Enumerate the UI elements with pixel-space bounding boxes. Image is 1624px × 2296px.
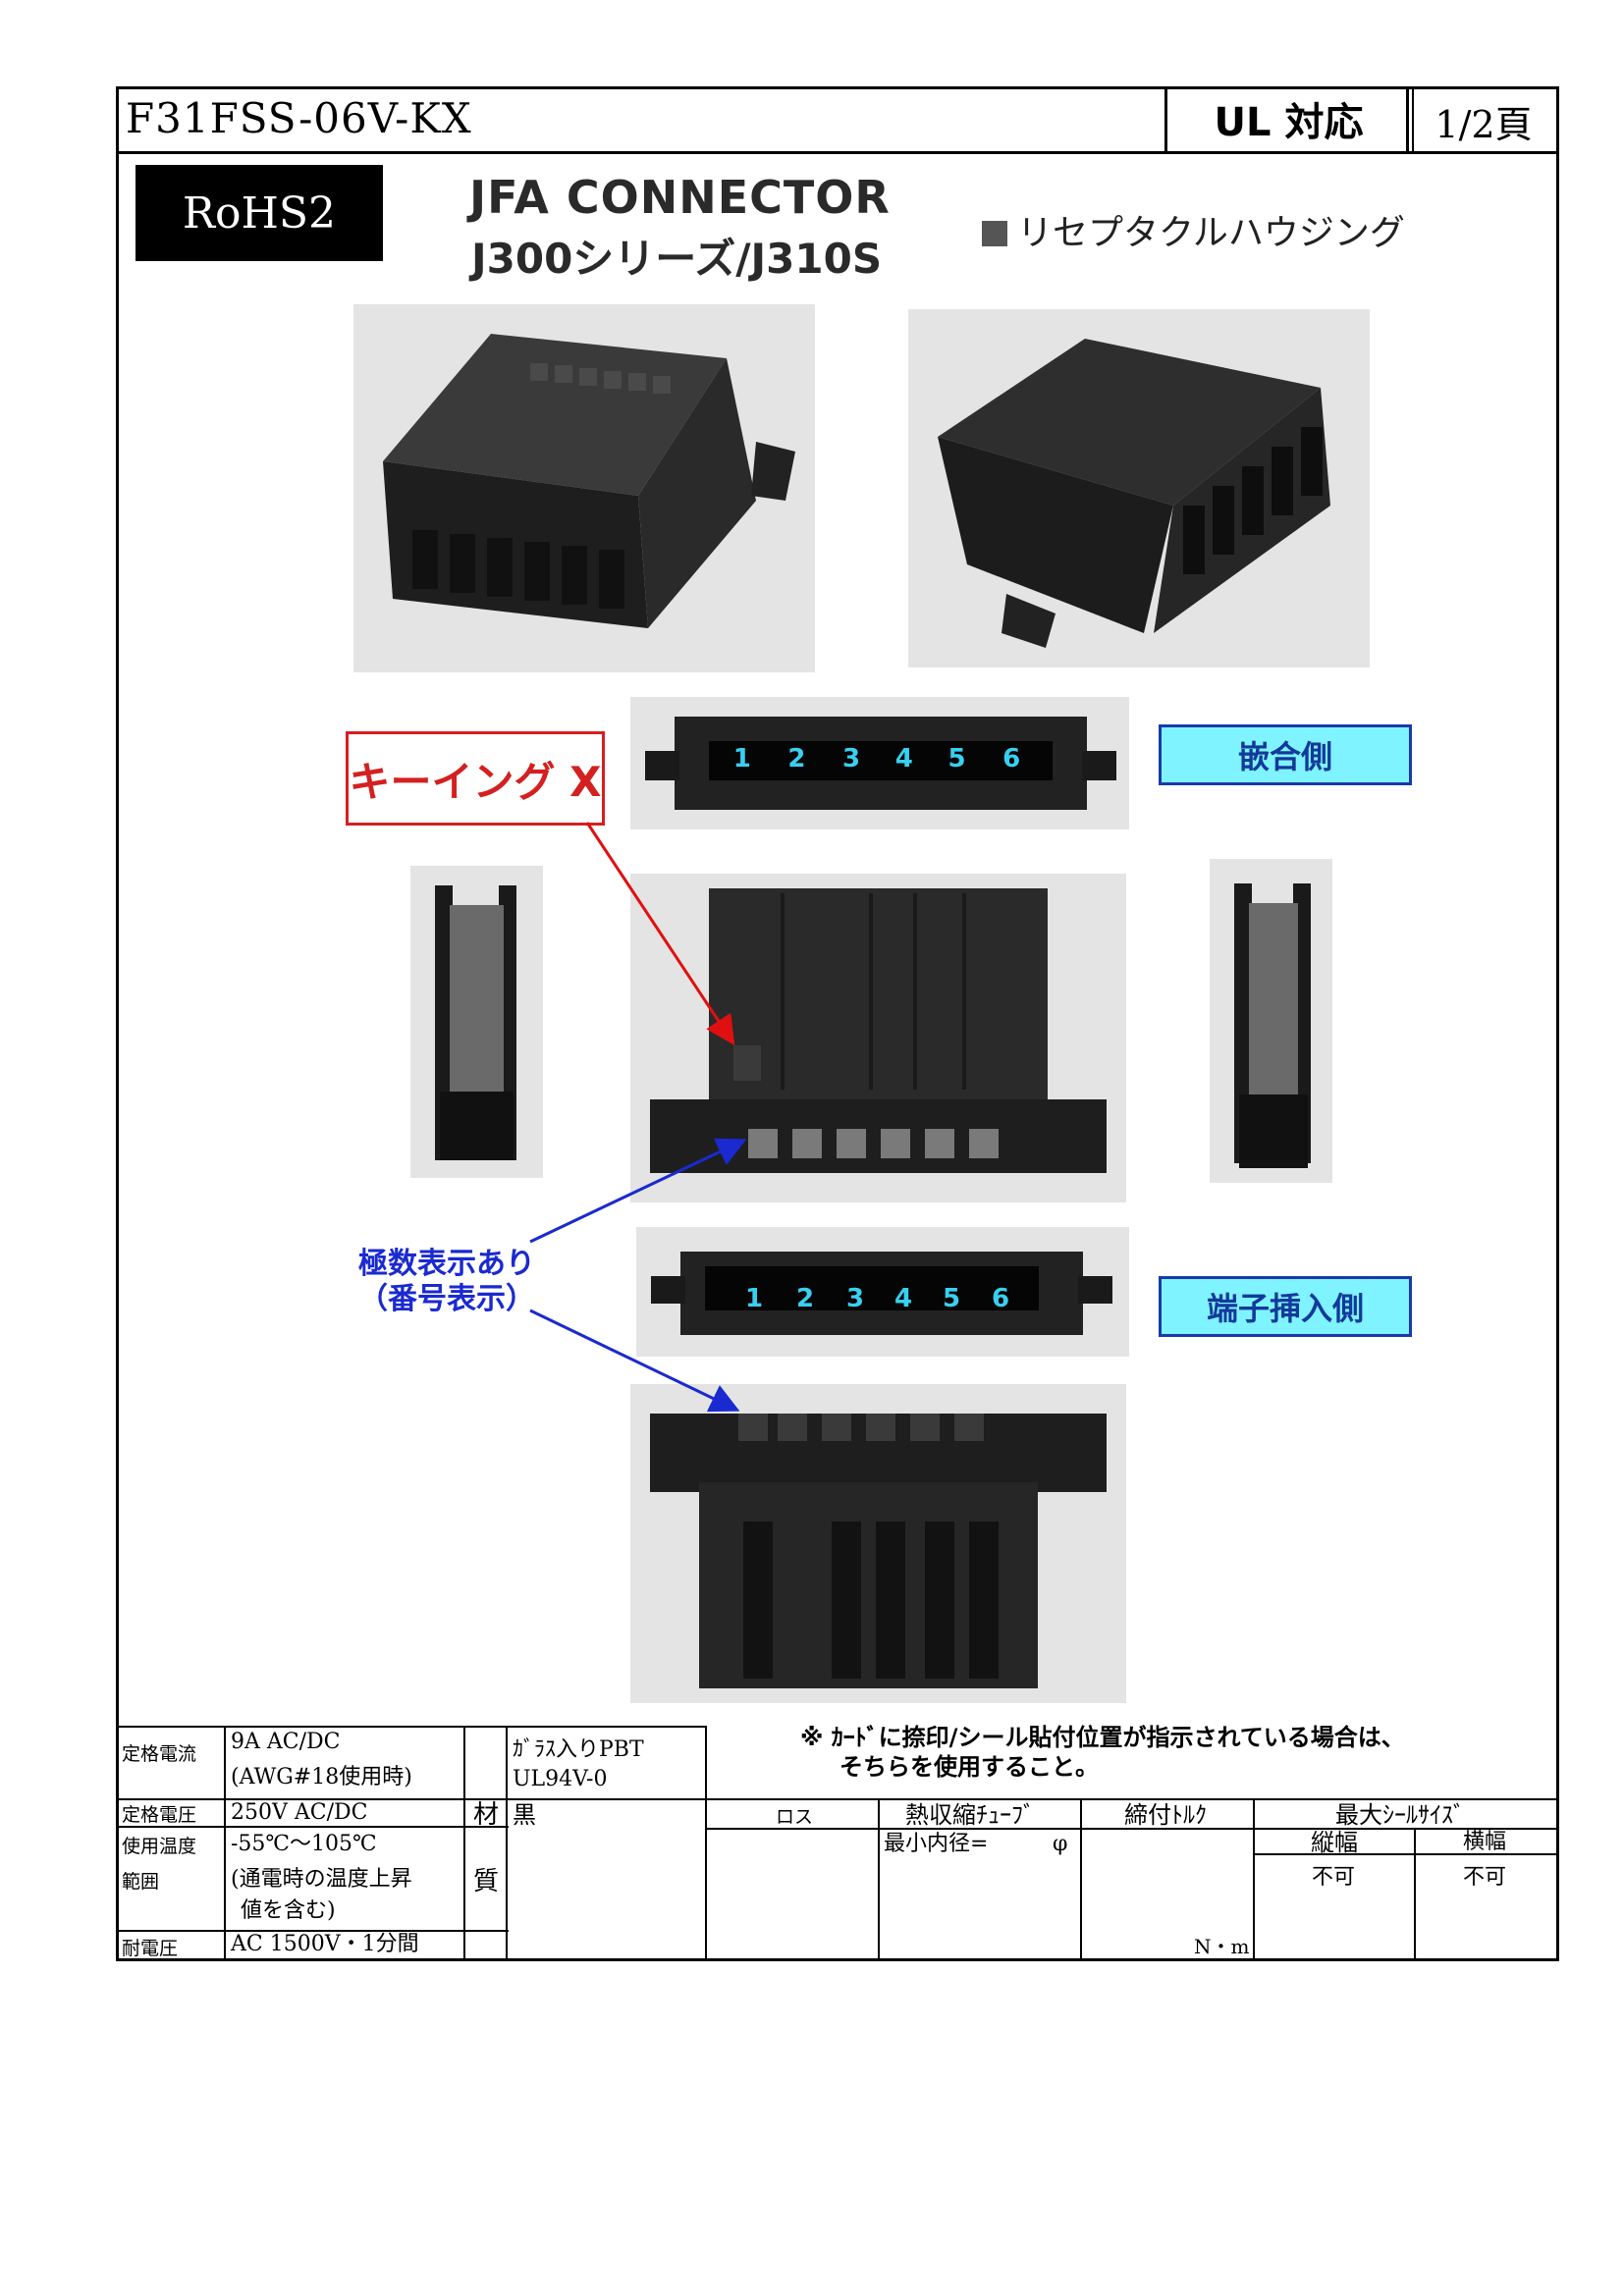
rohs-badge: RoHS2 bbox=[135, 165, 383, 261]
terminal-pin-6: 6 bbox=[991, 1284, 1010, 1313]
options-header-line bbox=[705, 1828, 1559, 1830]
material-label-1: 材 bbox=[473, 1800, 500, 1830]
connector-side-right-image bbox=[1210, 859, 1332, 1183]
marking-note-line-1: ※ ｶｰﾄﾞに捺印/シール貼付位置が指示されている場合は、 bbox=[800, 1724, 1405, 1751]
options-col-4 bbox=[1414, 1828, 1416, 1961]
ul-label: UL 対応 bbox=[1214, 100, 1364, 145]
spec-col-4 bbox=[705, 1726, 707, 1961]
header-sep-1 bbox=[1164, 86, 1167, 153]
mating-pin-4: 4 bbox=[894, 744, 913, 774]
spec-row-2-line bbox=[116, 1826, 509, 1828]
col-torque: 締付ﾄﾙｸ bbox=[1124, 1801, 1207, 1829]
drawing-frame bbox=[116, 86, 1559, 1961]
connector-photo-mating-side bbox=[630, 697, 1129, 829]
rated-current-label: 定格電流 bbox=[122, 1743, 197, 1765]
temp-value-1: -55℃～105℃ bbox=[231, 1832, 377, 1856]
options-col-2 bbox=[1080, 1798, 1082, 1961]
terminal-pin-4: 4 bbox=[893, 1284, 913, 1313]
temp-value-3: 値を含む) bbox=[241, 1898, 336, 1923]
connector-terminal-side-image bbox=[636, 1227, 1129, 1357]
mating-side-label: 嵌合側 bbox=[1159, 724, 1412, 785]
marking-note: ※ ｶｰﾄﾞに捺印/シール貼付位置が指示されている場合は、 そちらを使用すること… bbox=[800, 1723, 1405, 1782]
seal-vertical-value: 不可 bbox=[1312, 1865, 1356, 1890]
terminal-pin-1: 1 bbox=[744, 1284, 764, 1313]
connector-photo-iso-left bbox=[353, 304, 815, 672]
connector-iso-right-image bbox=[908, 309, 1370, 667]
mating-pin-1: 1 bbox=[732, 744, 751, 774]
product-subtitle: リセプタクルハウジング bbox=[982, 204, 1405, 255]
mating-pin-6: 6 bbox=[1002, 744, 1021, 774]
connector-bottom-image bbox=[630, 1384, 1126, 1703]
temp-label-2: 範囲 bbox=[122, 1871, 160, 1893]
withstand-label: 耐電圧 bbox=[122, 1938, 179, 1959]
temp-value-2: (通電時の温度上昇 bbox=[231, 1867, 412, 1892]
header-divider bbox=[116, 151, 1559, 154]
seal-sub-line bbox=[1253, 1853, 1559, 1855]
withstand-value: AC 1500V・1分間 bbox=[231, 1932, 419, 1956]
header-sep-3 bbox=[1412, 86, 1414, 153]
brand-line-1: JFA CONNECTOR bbox=[469, 171, 891, 224]
material-value-2: UL94V-0 bbox=[513, 1767, 608, 1791]
options-col-3 bbox=[1253, 1798, 1255, 1961]
spec-col-2 bbox=[463, 1726, 465, 1961]
material-label-2: 質 bbox=[473, 1867, 500, 1896]
brand-line-2: J300シリーズ/J310S bbox=[471, 235, 883, 283]
square-bullet-icon bbox=[982, 221, 1007, 246]
rated-voltage-value: 250V AC/DC bbox=[231, 1800, 368, 1825]
col-seal-size: 最大ｼｰﾙｻｲｽﾞ bbox=[1335, 1801, 1465, 1829]
connector-side-left-image bbox=[410, 866, 543, 1178]
torque-unit: N・m bbox=[1194, 1935, 1250, 1958]
marking-note-line-2: そちらを使用すること。 bbox=[839, 1753, 1099, 1781]
product-name: リセプタクルハウジング bbox=[1017, 213, 1405, 253]
seal-horizontal-value: 不可 bbox=[1463, 1865, 1507, 1890]
spec-col-3 bbox=[506, 1726, 508, 1961]
connector-top-keying-image bbox=[630, 874, 1126, 1202]
header-sep-2 bbox=[1406, 86, 1409, 153]
connector-photo-iso-right bbox=[908, 309, 1370, 667]
spec-col-1 bbox=[224, 1726, 226, 1961]
terminal-pin-3: 3 bbox=[845, 1284, 865, 1313]
col-loss: ロス bbox=[776, 1806, 814, 1828]
connector-photo-bottom bbox=[630, 1384, 1126, 1703]
mating-pin-5: 5 bbox=[947, 744, 966, 774]
terminal-pin-2: 2 bbox=[795, 1284, 815, 1313]
options-col-1 bbox=[878, 1798, 880, 1961]
connector-mating-side-image bbox=[630, 697, 1129, 829]
page-number: 1/2頁 bbox=[1435, 102, 1533, 146]
seal-horizontal-label: 横幅 bbox=[1463, 1830, 1507, 1854]
spec-row-1-line bbox=[116, 1798, 1559, 1800]
material-color: 黒 bbox=[513, 1801, 536, 1829]
mating-pin-2: 2 bbox=[787, 744, 806, 774]
col-shrink-tube: 熱収縮ﾁｭｰﾌﾞ bbox=[905, 1801, 1035, 1829]
connector-iso-left-image bbox=[353, 304, 815, 672]
pole-marking-line-2: （番号表示） bbox=[358, 1282, 535, 1316]
seal-vertical-label: 縦幅 bbox=[1311, 1829, 1358, 1856]
rated-current-value-2: (AWG#18使用時) bbox=[231, 1765, 412, 1789]
pole-marking-line-1: 極数表示あり bbox=[358, 1247, 535, 1281]
part-number: F31FSS-06V-KX bbox=[126, 94, 472, 142]
rated-current-value-1: 9A AC/DC bbox=[231, 1730, 341, 1754]
phi-symbol: φ bbox=[1053, 1832, 1068, 1856]
min-inner-diameter: 最小内径= bbox=[884, 1832, 989, 1856]
rated-voltage-label: 定格電圧 bbox=[122, 1804, 197, 1826]
connector-photo-side-left bbox=[410, 866, 543, 1178]
connector-photo-side-right bbox=[1210, 859, 1332, 1183]
terminal-pin-5: 5 bbox=[942, 1284, 961, 1313]
terminal-pin-numbers: 1 2 3 4 5 6 bbox=[729, 1284, 1053, 1313]
terminal-side-label: 端子挿入側 bbox=[1159, 1276, 1412, 1337]
connector-photo-top-keying bbox=[630, 874, 1126, 1202]
pole-marking-callout: 極数表示あり （番号表示） bbox=[334, 1247, 560, 1317]
spec-top-line bbox=[116, 1726, 705, 1728]
keying-label: キーイング X bbox=[346, 731, 605, 826]
temp-label-1: 使用温度 bbox=[122, 1836, 197, 1857]
material-value-1: ｶﾞﾗｽ入りPBT bbox=[513, 1737, 644, 1762]
spec-row-3-line bbox=[116, 1930, 509, 1932]
mating-pin-numbers: 1 2 3 4 5 6 bbox=[715, 744, 1039, 774]
mating-pin-3: 3 bbox=[842, 744, 861, 774]
